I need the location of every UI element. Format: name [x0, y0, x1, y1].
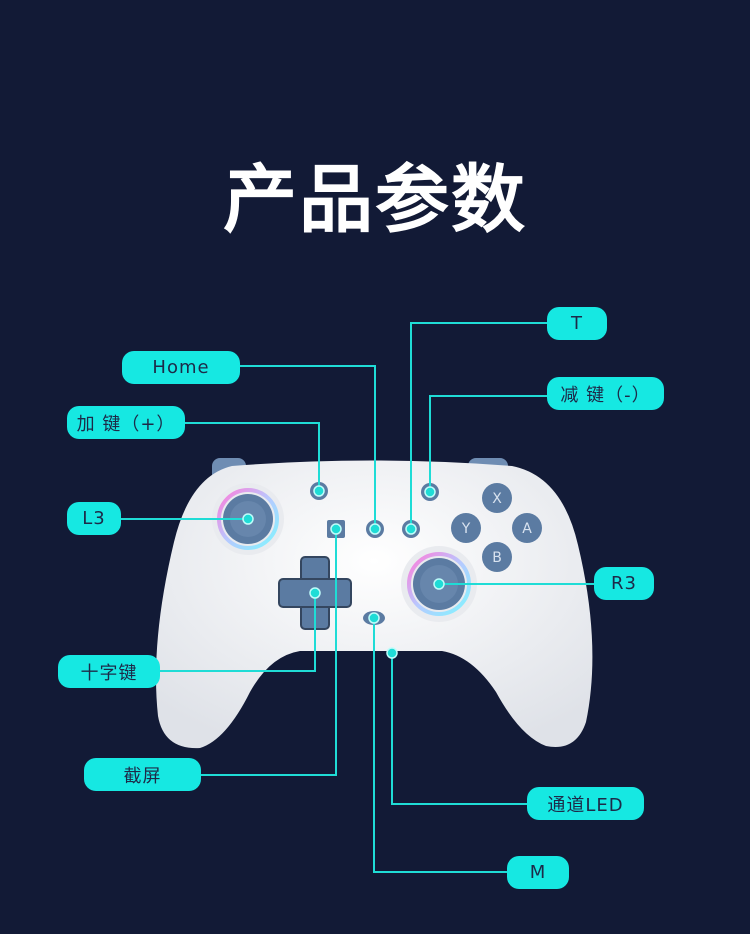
leader-minus — [429, 395, 547, 492]
leader-home — [240, 365, 376, 529]
label-minus: 减 键（-） — [547, 377, 664, 410]
x-button-label: X — [492, 491, 502, 507]
left-stick — [212, 483, 284, 555]
label-plus: 加 键（+） — [67, 406, 185, 439]
label-home: Home — [122, 351, 240, 384]
b-button-label: B — [492, 550, 502, 566]
label-t: T — [547, 307, 607, 340]
label-r3: R3 — [594, 567, 654, 600]
label-screenshot: 截屏 — [84, 758, 201, 791]
face-buttons: X Y A B — [451, 483, 542, 572]
leader-screenshot — [201, 529, 337, 776]
label-channel-led: 通道LED — [527, 787, 644, 820]
leader-led — [391, 653, 527, 805]
label-dpad: 十字键 — [58, 655, 160, 688]
y-button-label: Y — [461, 521, 471, 537]
leader-m — [373, 618, 507, 873]
a-button-label: A — [522, 521, 532, 537]
leader-t — [410, 322, 547, 529]
label-m: M — [507, 856, 569, 889]
anchor-dots — [242, 485, 445, 659]
leader-plus — [185, 422, 320, 491]
leader-lines — [121, 322, 594, 873]
page-title: 产品参数 — [223, 157, 527, 243]
label-l3: L3 — [67, 502, 121, 535]
leader-dpad — [160, 593, 316, 672]
